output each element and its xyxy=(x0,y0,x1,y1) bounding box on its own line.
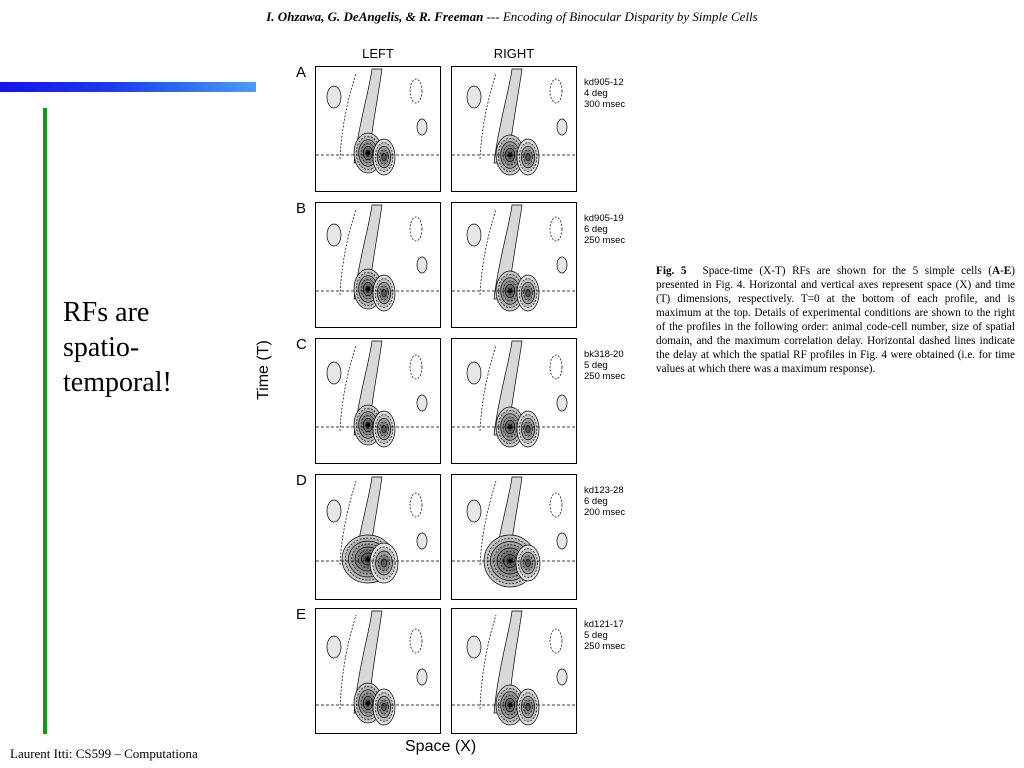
x-axis-label: Space (X) xyxy=(405,738,477,755)
rf-panel-left xyxy=(315,338,441,464)
rf-panel-right xyxy=(451,66,577,192)
rf-contour-plot xyxy=(452,68,576,176)
rf-contour-plot xyxy=(316,610,440,726)
rf-contour-plot xyxy=(316,340,440,448)
rf-contour-plot xyxy=(452,204,576,312)
rf-panel-left xyxy=(315,608,441,734)
rf-panel-right xyxy=(451,474,577,600)
header-title: Encoding of Binocular Disparity by Simpl… xyxy=(502,9,758,24)
y-axis-label: Time (T) xyxy=(255,340,272,400)
column-label-left: LEFT xyxy=(362,46,394,61)
rf-contour-plot xyxy=(316,476,440,584)
row-label: E xyxy=(296,606,307,623)
slide-footer: Laurent Itti: CS599 – Computationa xyxy=(10,746,198,761)
slide-vertical-rule xyxy=(43,108,47,734)
condition-delay: 200 msec xyxy=(584,507,626,518)
condition-delay: 250 msec xyxy=(584,235,626,246)
condition-cell: kd905-19 xyxy=(584,213,624,224)
rf-panel-left xyxy=(315,66,441,192)
rf-panel-right xyxy=(451,202,577,328)
row-label: A xyxy=(296,64,307,81)
caption-text-start: Space-time (X-T) RFs are shown for the 5… xyxy=(702,265,992,277)
condition-size: 6 deg xyxy=(584,496,608,507)
condition-cell: kd905-12 xyxy=(584,77,624,88)
rf-contour-plot xyxy=(316,204,440,312)
condition-size: 6 deg xyxy=(584,224,608,235)
condition-size: 5 deg xyxy=(584,630,608,641)
rf-panel-right xyxy=(451,338,577,464)
row-label: B xyxy=(296,200,307,217)
caption-bold: A-E xyxy=(991,265,1012,277)
condition-size: 4 deg xyxy=(584,88,608,99)
slide-accent-bar xyxy=(0,82,256,92)
rf-contour-plot xyxy=(452,610,576,726)
rf-panel-right xyxy=(451,608,577,734)
caption-label: Fig. 5 xyxy=(656,265,687,277)
rf-panel-left xyxy=(315,202,441,328)
header-authors: I. Ohzawa, G. DeAngelis, & R. Freeman xyxy=(266,9,484,24)
figure-caption: Fig. 5 Space-time (X-T) RFs are shown for… xyxy=(656,264,1015,376)
condition-delay: 250 msec xyxy=(584,371,626,382)
paper-header: I. Ohzawa, G. DeAngelis, & R. Freeman --… xyxy=(0,9,1024,25)
rf-contour-plot xyxy=(452,476,576,588)
rf-panel-left xyxy=(315,474,441,600)
row-label: D xyxy=(296,472,307,489)
header-separator: --- xyxy=(483,9,503,24)
condition-delay: 300 msec xyxy=(584,99,626,110)
slide-bullet-text: RFs are spatio-temporal! xyxy=(63,297,172,398)
rf-contour-plot xyxy=(452,340,576,448)
condition-delay: 250 msec xyxy=(584,641,626,652)
column-label-right: RIGHT xyxy=(493,46,535,61)
condition-cell: kd123-28 xyxy=(584,485,624,496)
row-label: C xyxy=(296,336,307,353)
caption-text-end: ) presented in Fig. 4. Horizontal and ve… xyxy=(656,265,1015,375)
condition-cell: kd121-17 xyxy=(584,619,624,630)
condition-cell: bk318-20 xyxy=(584,349,624,360)
condition-size: 5 deg xyxy=(584,360,608,371)
rf-contour-plot xyxy=(316,68,440,176)
